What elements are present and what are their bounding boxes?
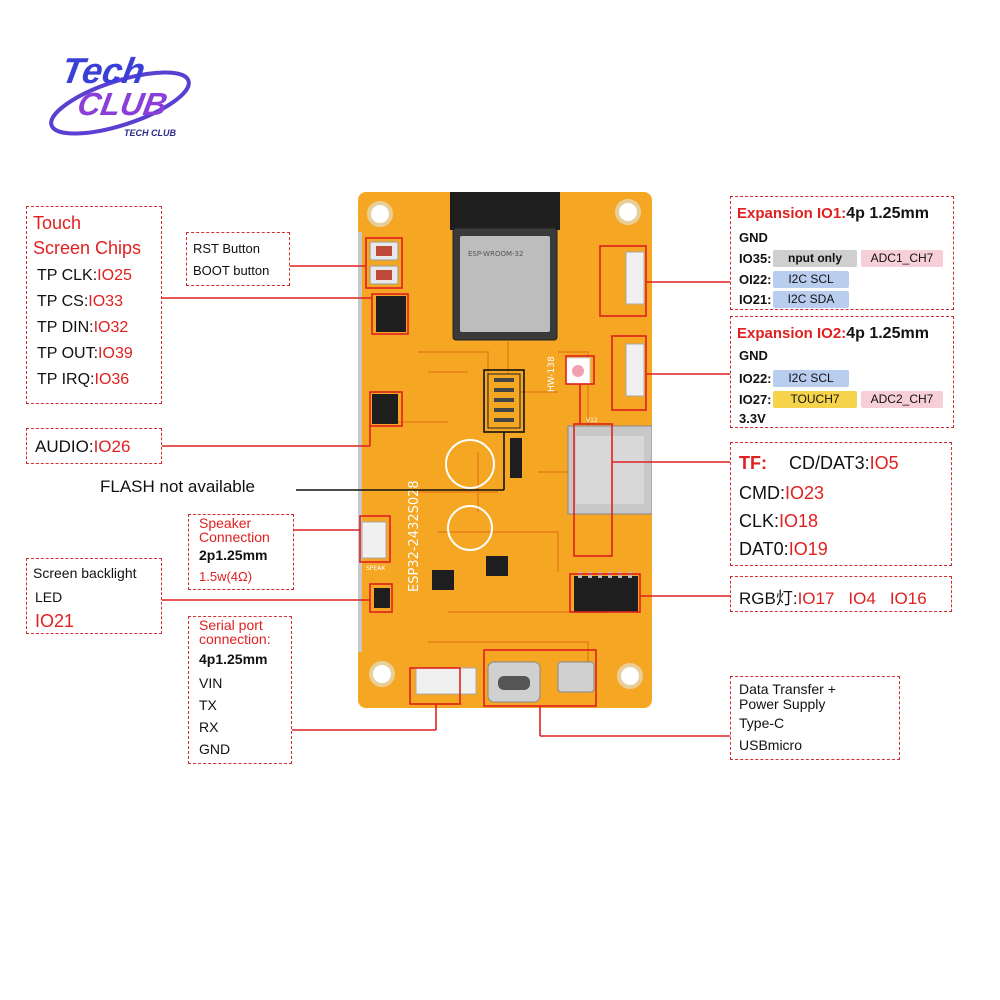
exp1-title: Expansion IO1:4p 1.25mm [737,205,929,222]
exp1-io22-pill: I2C SCL [773,271,849,288]
boot-button-label: BOOT button [193,263,270,278]
exp1-io21-pill: I2C SDA [773,291,849,308]
board-hw-label: HW-138 [547,356,557,392]
usb-line-4: USBmicro [739,737,803,753]
tf-panel: TF:CD/DAT3:IO5 CMD:IO23 CLK:IO18 DAT0:IO… [730,442,952,566]
module-label: ESP-WROOM-32 [468,250,523,258]
audio-panel: AUDIO:IO26 [26,428,162,464]
serial-title-2: connection: [199,631,271,647]
tech-club-logo: Tech CLUB TECH CLUB [40,48,200,148]
board-v12-label: V12 [586,417,598,424]
buttons-panel: RST Button BOOT button [186,232,290,286]
serial-pin-vin: VIN [199,675,223,691]
backlight-value: IO21 [35,611,75,631]
exp2-io22-pill: I2C SCL [773,370,849,387]
exp2-io27-adc: ADC2_CH7 [861,391,943,408]
tf-cmd-row: CMD:IO23 [739,483,825,503]
exp1-io35-pill: nput only [773,250,857,267]
serial-pin-rx: RX [199,719,219,735]
serial-spec: 4p1.25mm [199,651,268,667]
touch-row-irq: TP IRQ:IO36 [37,371,130,388]
touch-title-1: Touch [33,213,82,233]
exp1-gnd: GND [739,230,768,245]
backlight-panel: Screen backlight LED IO21 [26,558,162,634]
speaker-panel: Speaker Connection 2p1.25mm 1.5w(4Ω) [188,514,294,590]
speaker-power: 1.5w(4Ω) [199,569,253,584]
backlight-line-1: Screen backlight [33,565,137,581]
serial-pin-gnd: GND [199,741,231,757]
audio-row: AUDIO:IO26 [35,437,131,456]
speaker-title-1: Speaker [199,515,252,531]
usb-line-1: Data Transfer + [739,681,836,697]
touch-row-din: TP DIN:IO32 [37,319,129,336]
usb-line-3: Type-C [739,715,785,731]
exp1-io35-adc: ADC1_CH7 [861,250,943,267]
exp2-io22-label: IO22: [739,371,772,386]
exp2-io27-label: IO27: [739,392,772,407]
board-silk-model: ESP32-2432S028 [407,480,422,592]
touch-row-cs: TP CS:IO33 [37,293,123,310]
expansion-io1-panel: Expansion IO1:4p 1.25mm GND IO35: nput o… [730,196,954,310]
touch-title-2: Screen Chips [33,238,142,258]
rst-button-label: RST Button [193,241,260,256]
exp2-io27-touch: TOUCH7 [773,391,857,408]
board-speak-label: SPEAK [366,565,386,572]
serial-title-1: Serial port [199,617,263,633]
usb-panel: Data Transfer + Power Supply Type-C USBm… [730,676,900,760]
usb-line-2: Power Supply [739,696,826,712]
serial-panel: Serial port connection: 4p1.25mm VIN TX … [188,616,292,764]
touch-row-out: TP OUT:IO39 [37,345,133,362]
flash-note: FLASH not available [100,477,255,496]
tf-clk-row: CLK:IO18 [739,511,819,531]
tf-dat0-row: DAT0:IO19 [739,539,828,559]
exp2-3v3: 3.3V [739,411,766,426]
backlight-line-2: LED [35,589,63,605]
exp2-title: Expansion IO2:4p 1.25mm [737,325,929,342]
exp1-io35-label: IO35: [739,251,772,266]
logo-sub: TECH CLUB [124,128,176,138]
pcb-board: ESP-WROOM-32 [352,192,653,708]
tf-cd-row: TF:CD/DAT3:IO5 [739,453,899,473]
speaker-spec: 2p1.25mm [199,547,268,563]
exp1-io21-label: IO21: [739,292,772,307]
touch-chips-panel: Touch Screen Chips TP CLK:IO25 TP CS:IO3… [26,206,162,404]
exp2-gnd: GND [739,348,768,363]
serial-pin-tx: TX [199,697,217,713]
speaker-title-2: Connection [199,529,270,545]
touch-row-clk: TP CLK:IO25 [37,267,132,284]
exp1-io22-label: OI22: [739,272,772,287]
expansion-io2-panel: Expansion IO2:4p 1.25mm GND IO22: I2C SC… [730,316,954,428]
